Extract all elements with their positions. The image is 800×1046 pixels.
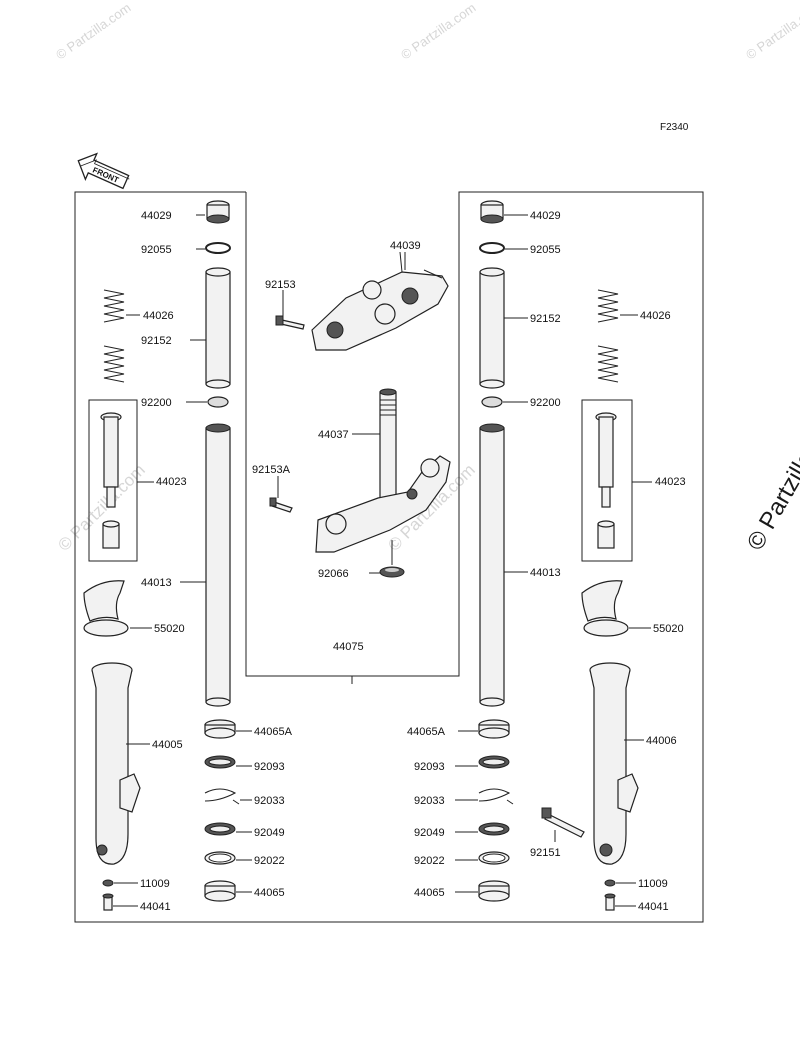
part-seal-92066: [369, 540, 405, 578]
label-44029-right: 44029: [530, 210, 561, 222]
label-92153: 92153: [265, 279, 296, 291]
part-pipe-right: [479, 267, 528, 389]
label-11009-left: 11009: [140, 878, 170, 890]
part-stack-left: [204, 719, 252, 902]
label-44041-right: 44041: [638, 901, 669, 913]
part-stem-lower-bracket: [315, 388, 451, 553]
label-44023-left: 44023: [156, 476, 187, 488]
part-outer-tube-left: [91, 662, 150, 865]
part-washer-right: [481, 396, 528, 408]
part-upper-bracket: [311, 251, 449, 351]
label-44065A-right: 44065A: [407, 726, 446, 738]
part-gasket-right: [604, 879, 636, 887]
label-92055-left: 92055: [141, 244, 172, 256]
label-44023-right: 44023: [655, 476, 686, 488]
label-92152-left: 92152: [141, 335, 172, 347]
part-pipe-left: [190, 267, 231, 389]
label-44013-right: 44013: [530, 567, 561, 579]
label-92093-right: 92093: [414, 761, 445, 773]
watermark-top: © Partzilla.com © Partzilla.com © Partzi…: [53, 0, 800, 62]
watermark-mid-left: © Partzilla.com: [54, 460, 148, 554]
label-92151-right: 92151: [530, 847, 561, 859]
part-oring-right: [479, 242, 528, 254]
label-92093-left: 92093: [254, 761, 285, 773]
part-washer-left: [186, 396, 229, 408]
label-44037: 44037: [318, 429, 349, 441]
part-stack-right: [455, 719, 514, 902]
label-55020-left: 55020: [154, 623, 185, 635]
label-44013-left: 44013: [141, 577, 172, 589]
front-arrow: FRONT: [77, 152, 130, 190]
watermark-side: © Partzilla: [742, 446, 800, 555]
watermark-top-3: © Partzilla.com: [743, 0, 800, 62]
part-bolt-92153A: [269, 476, 293, 513]
part-oring-left: [196, 242, 231, 254]
label-44065-left: 44065: [254, 887, 285, 899]
part-cover-right: [581, 580, 651, 637]
assembly-frame: [74, 191, 704, 923]
part-cap-left: [196, 200, 230, 224]
part-gasket-left: [102, 879, 138, 887]
figure-code: F2340: [660, 122, 689, 133]
part-cartridge-right: [581, 399, 652, 562]
label-92066: 92066: [318, 568, 349, 580]
label-92022-left: 92022: [254, 855, 285, 867]
label-55020-right: 55020: [653, 623, 684, 635]
part-bolt-92153: [275, 290, 305, 330]
part-spring-left: [103, 289, 140, 383]
label-44041-left: 44041: [140, 901, 171, 913]
label-44026-left: 44026: [143, 310, 174, 322]
label-92200-right: 92200: [530, 397, 561, 409]
part-bolt-left: [102, 893, 138, 911]
label-92049-left: 92049: [254, 827, 285, 839]
label-92152-right: 92152: [530, 313, 561, 325]
label-11009-right: 11009: [638, 878, 668, 890]
part-inner-tube-left: [180, 423, 231, 707]
label-44005-left: 44005: [152, 739, 183, 751]
label-44039: 44039: [390, 240, 421, 252]
part-cartridge-left: [88, 399, 154, 562]
label-44026-right: 44026: [640, 310, 671, 322]
label-92033-right: 92033: [414, 795, 445, 807]
part-bolt-right: [604, 893, 636, 911]
label-92033-left: 92033: [254, 795, 285, 807]
part-cap-right: [480, 200, 528, 224]
part-outer-tube-right: [589, 662, 644, 865]
label-44006-right: 44006: [646, 735, 677, 747]
label-92022-right: 92022: [414, 855, 445, 867]
label-92049-right: 92049: [414, 827, 445, 839]
label-44029-left: 44029: [141, 210, 172, 222]
label-44065-right: 44065: [414, 887, 445, 899]
part-inner-tube-right: [479, 423, 528, 707]
label-44065A-left: 44065A: [254, 726, 293, 738]
part-cover-left: [83, 580, 152, 637]
watermark-top-2: © Partzilla.com: [398, 0, 478, 62]
part-spring-right: [597, 289, 638, 383]
label-44075: 44075: [333, 641, 364, 653]
label-92153A: 92153A: [252, 464, 291, 476]
label-92200-left: 92200: [141, 397, 172, 409]
watermark-top-1: © Partzilla.com: [53, 0, 133, 62]
part-bolt-92151: [541, 807, 585, 842]
label-92055-right: 92055: [530, 244, 561, 256]
